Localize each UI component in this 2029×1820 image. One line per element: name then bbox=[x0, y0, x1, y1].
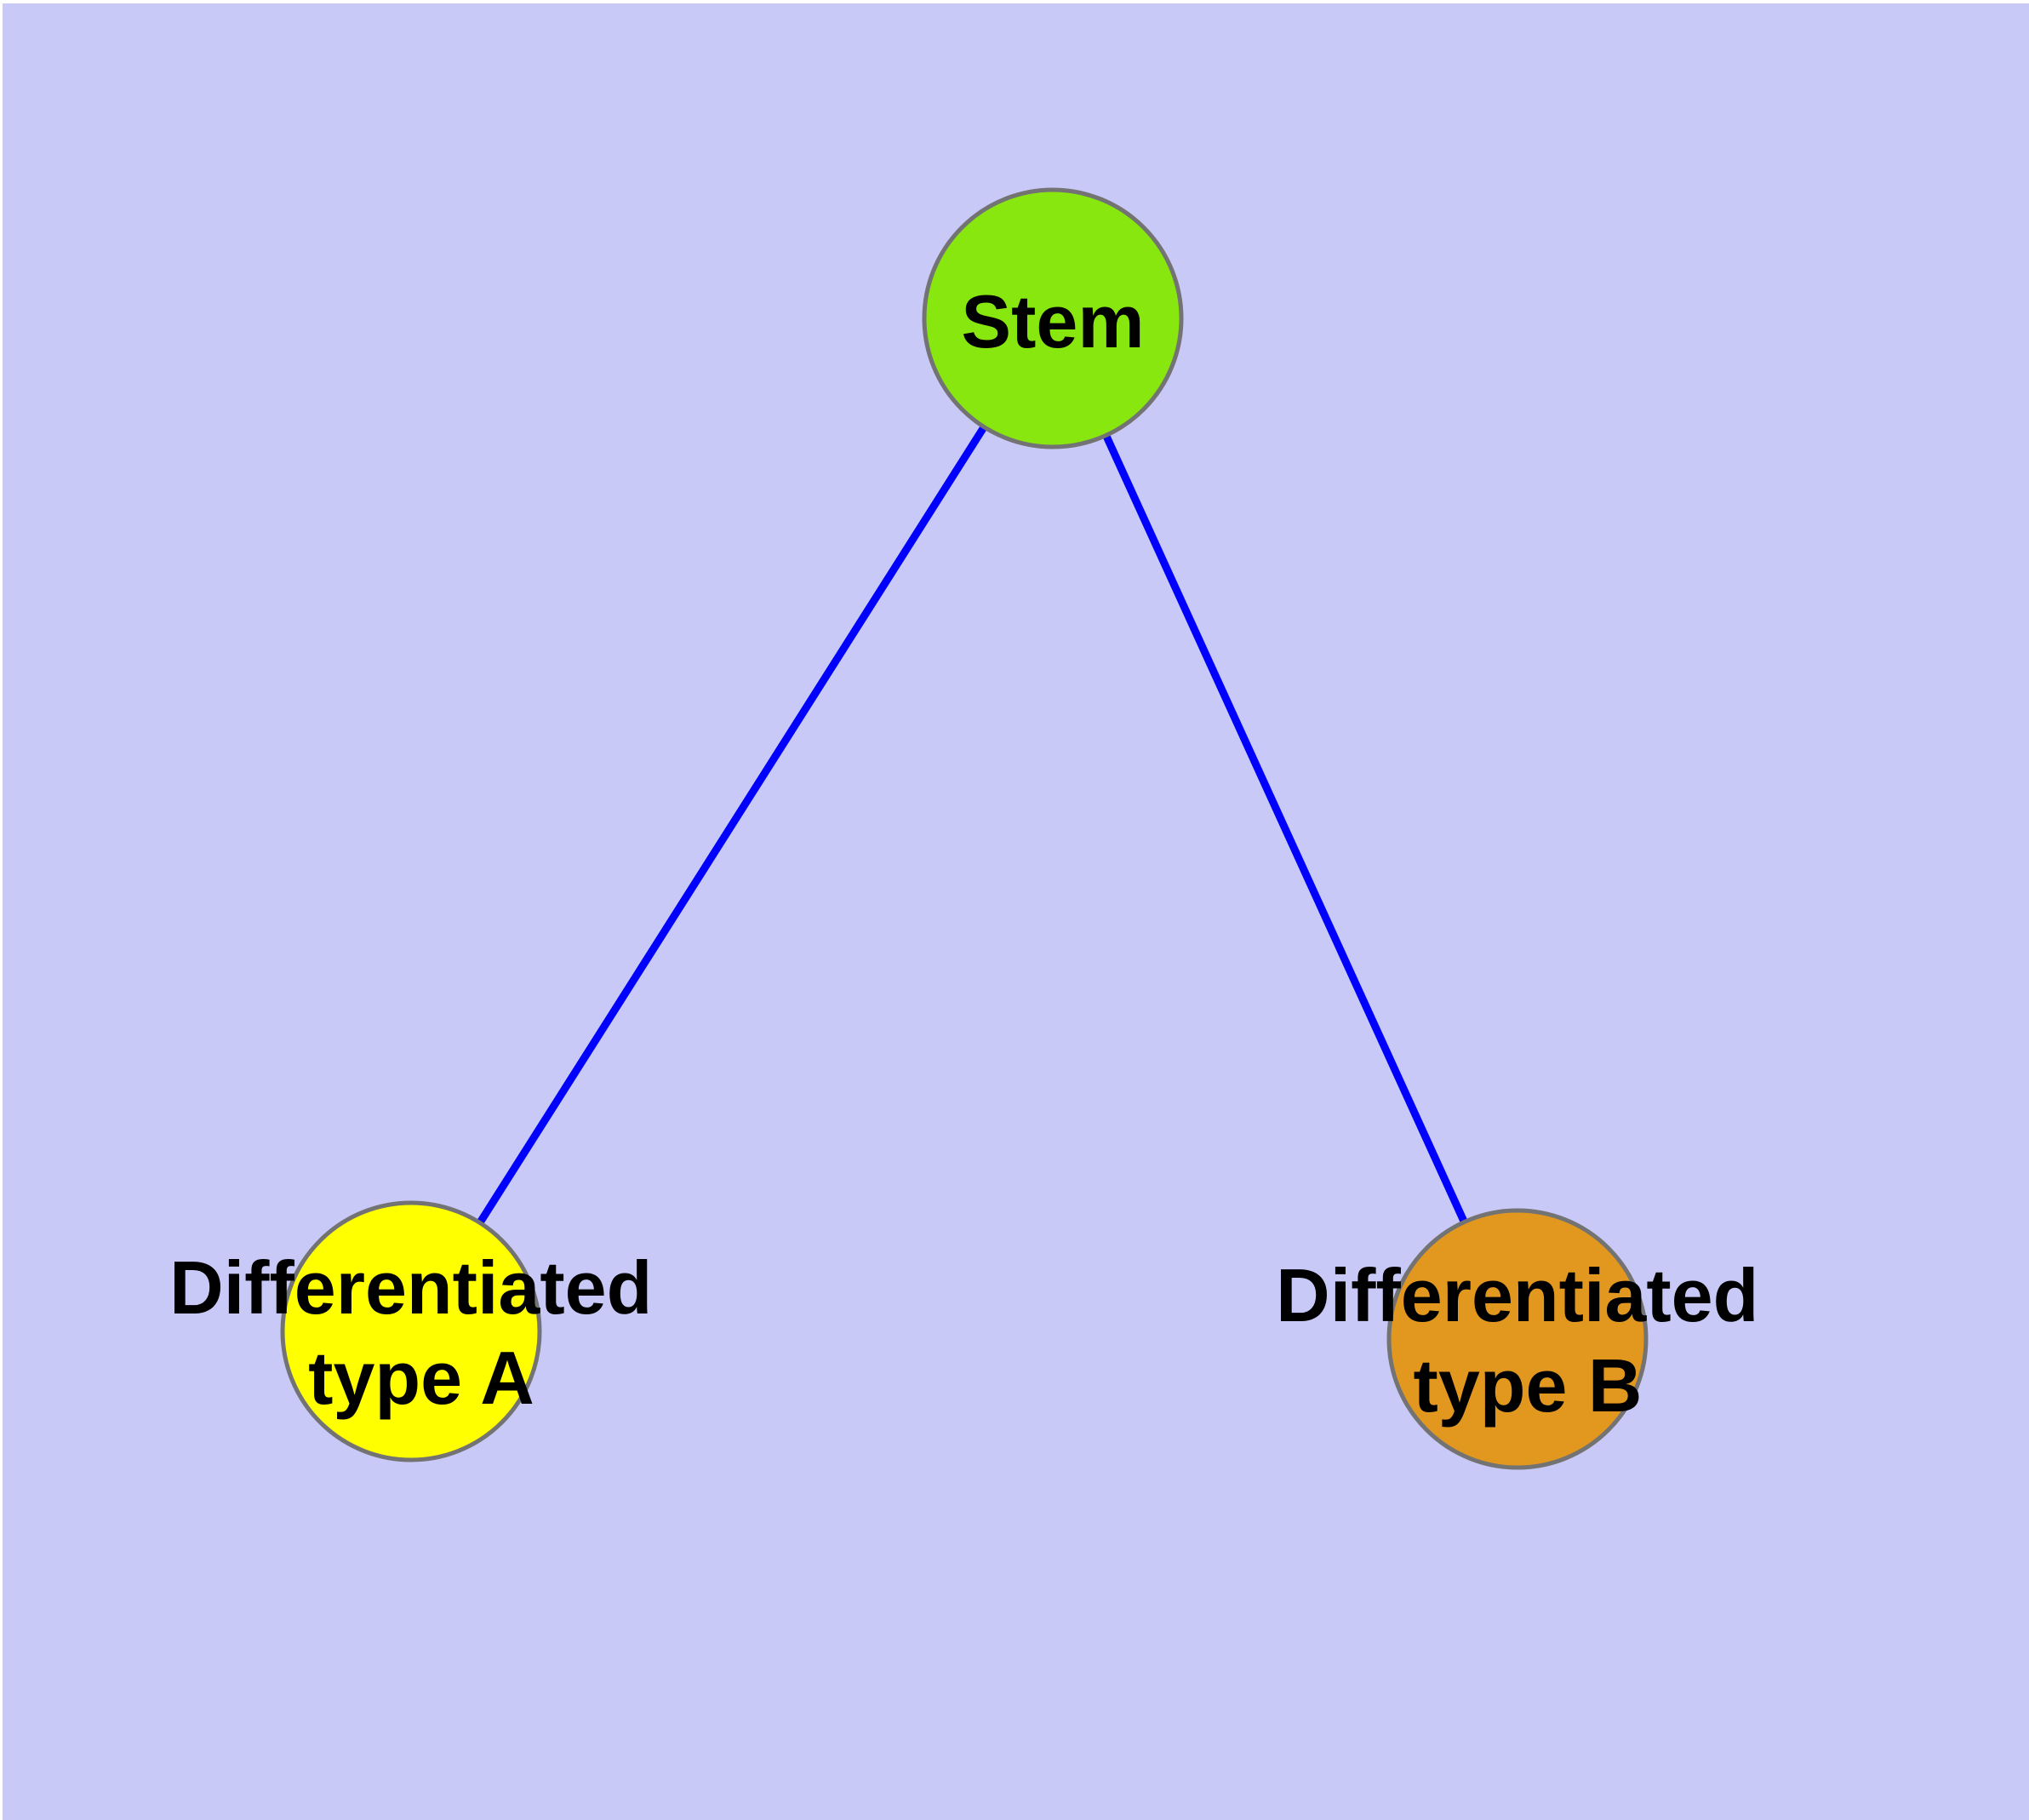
typeB-node-label: Differentiated type B bbox=[1276, 1253, 1780, 1428]
typeB-node-circle bbox=[1386, 1208, 1649, 1470]
typeA-node-circle bbox=[280, 1200, 542, 1462]
edge-stem-to-typeB bbox=[1049, 317, 1522, 1341]
typeB-label-line2: type B bbox=[1414, 1343, 1643, 1428]
typeA-node-label: Differentiated type A bbox=[169, 1245, 673, 1420]
edge-stem-to-typeA bbox=[408, 316, 1056, 1334]
typeA-label-line2: type A bbox=[308, 1336, 534, 1420]
stem-node-circle bbox=[922, 187, 1184, 449]
typeB-label-line1: Differentiated bbox=[1276, 1253, 1758, 1337]
stem-node-label: Stem bbox=[961, 279, 1144, 363]
typeA-label-line1: Differentiated bbox=[169, 1245, 652, 1330]
